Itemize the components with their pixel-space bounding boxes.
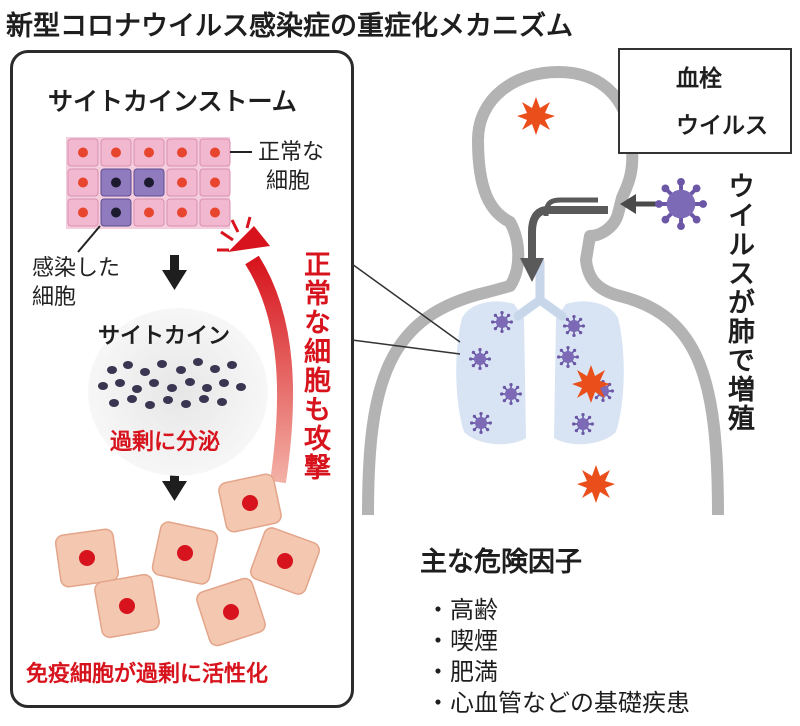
infected-label-line2: 細胞	[32, 285, 77, 310]
normal-cell	[67, 168, 99, 197]
cytokine-label: サイトカイン	[98, 324, 231, 349]
immune-cell	[250, 527, 320, 595]
callout-line-bottom	[351, 339, 461, 355]
blood-clot-icon	[517, 97, 555, 135]
infected-cell-label: 感染した 細胞	[32, 254, 120, 312]
virus-icon	[491, 311, 513, 333]
immune-cell	[54, 528, 120, 588]
virus-lung-label: ウイルスが肺で増殖	[723, 172, 754, 433]
immune-cell	[151, 521, 219, 585]
normal-cell	[199, 168, 231, 197]
virus-entry-arrowhead-icon	[620, 194, 636, 214]
infected-cell	[100, 198, 132, 227]
infected-label-line1: 感染した	[32, 256, 121, 281]
normal-cell	[199, 198, 231, 227]
immune-activation-label: 免疫細胞が過剰に活性化	[26, 662, 269, 687]
normal-cell	[133, 138, 165, 167]
airway-arrow-secondary	[543, 197, 598, 217]
blood-clot-icon	[577, 465, 615, 503]
normal-cell	[100, 138, 132, 167]
blood-clot-icon	[572, 365, 610, 403]
normal-cell	[67, 138, 99, 167]
infected-cell	[133, 168, 165, 197]
virus-icon	[500, 383, 522, 405]
attack-arrow	[245, 255, 294, 484]
normal-cell	[166, 198, 198, 227]
virus-icon	[470, 412, 492, 434]
large-virus-icon	[655, 178, 707, 230]
legend-clot-label: 血栓	[676, 66, 722, 92]
risk-factors-title: 主な危険因子	[420, 547, 582, 578]
infected-cell-leader-line	[77, 225, 101, 253]
virus-icon	[572, 413, 594, 435]
burst-icon	[217, 216, 252, 252]
attack-label: 正常な細胞も攻撃	[299, 250, 330, 482]
normal-cell-label-line2: 細胞	[266, 169, 311, 194]
normal-cell	[199, 138, 231, 167]
infected-cell	[100, 168, 132, 197]
risk-item: ・高齢	[426, 596, 498, 624]
cytokine-dots	[98, 358, 246, 409]
risk-item: ・喫煙	[426, 627, 498, 655]
cell-grid	[66, 137, 231, 229]
virus-icon	[563, 315, 585, 337]
left-lung	[456, 301, 526, 445]
legend-virus-label: ウイルス	[676, 113, 768, 139]
virus-icon	[469, 348, 491, 370]
immune-cell	[196, 577, 266, 647]
diagram-title: 新型コロナウイルス感染症の重症化メカニズム	[6, 11, 573, 42]
normal-cell	[166, 168, 198, 197]
panel-title: サイトカインストーム	[48, 87, 297, 116]
down-arrow-icon	[162, 255, 187, 290]
cytokine-cloud	[88, 308, 268, 476]
attack-arrowhead-icon	[228, 226, 270, 252]
risk-item: ・心血管などの基礎疾患	[426, 689, 690, 717]
virus-icon	[557, 346, 579, 368]
normal-cell	[133, 198, 165, 227]
normal-cell-label-line1: 正常な	[258, 140, 325, 165]
legend-box	[618, 48, 792, 154]
oversecretion-label: 過剰に分泌	[110, 430, 221, 455]
normal-cell	[166, 138, 198, 167]
normal-cell	[67, 198, 99, 227]
callout-line-top	[351, 263, 461, 343]
human-figure	[362, 66, 724, 516]
immune-cell	[94, 573, 160, 639]
airway-arrowhead-icon	[520, 258, 544, 282]
normal-cell-label: 正常な 細胞	[258, 138, 324, 196]
risk-item: ・肥満	[426, 658, 498, 686]
immune-cell	[218, 473, 282, 533]
